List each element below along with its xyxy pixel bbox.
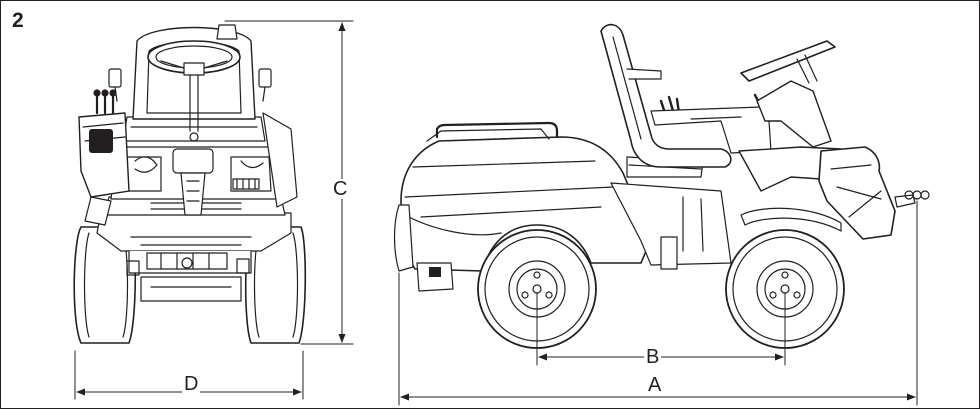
- front-view-tractor: [73, 24, 307, 344]
- dimension-label-b: B: [644, 346, 662, 368]
- figure-number: 2: [12, 9, 24, 32]
- dimension-label-a: A: [646, 374, 664, 396]
- dimension-label-d: D: [182, 373, 201, 395]
- dimension-label-c: C: [331, 178, 350, 200]
- side-view-tractor: [393, 23, 930, 349]
